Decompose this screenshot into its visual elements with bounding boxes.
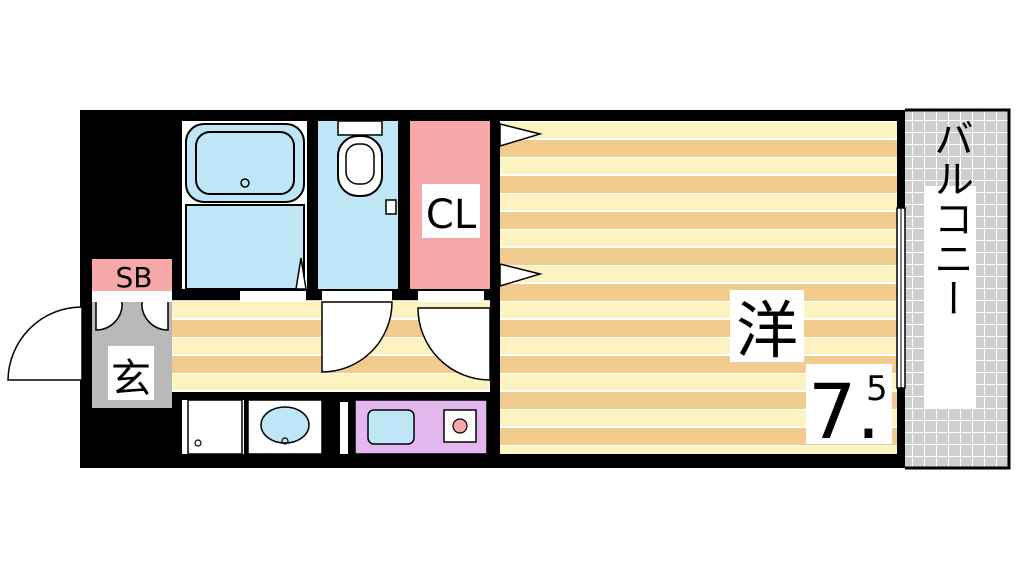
room-door <box>417 307 491 381</box>
front-door-swing <box>7 306 83 381</box>
room-size-main: 7. <box>808 367 881 456</box>
sink <box>367 409 415 445</box>
washer-space <box>187 399 243 455</box>
western-room-label: 洋 <box>736 294 798 367</box>
entrance-label: 玄 <box>111 356 151 402</box>
room-size-fraction: 5 <box>866 369 888 409</box>
bathtub <box>185 204 305 290</box>
closet-label: CL <box>426 192 477 238</box>
toilet-door <box>321 301 393 373</box>
balcony-label: バルコニー <box>927 118 973 318</box>
shoebox-label: SB <box>116 261 153 294</box>
